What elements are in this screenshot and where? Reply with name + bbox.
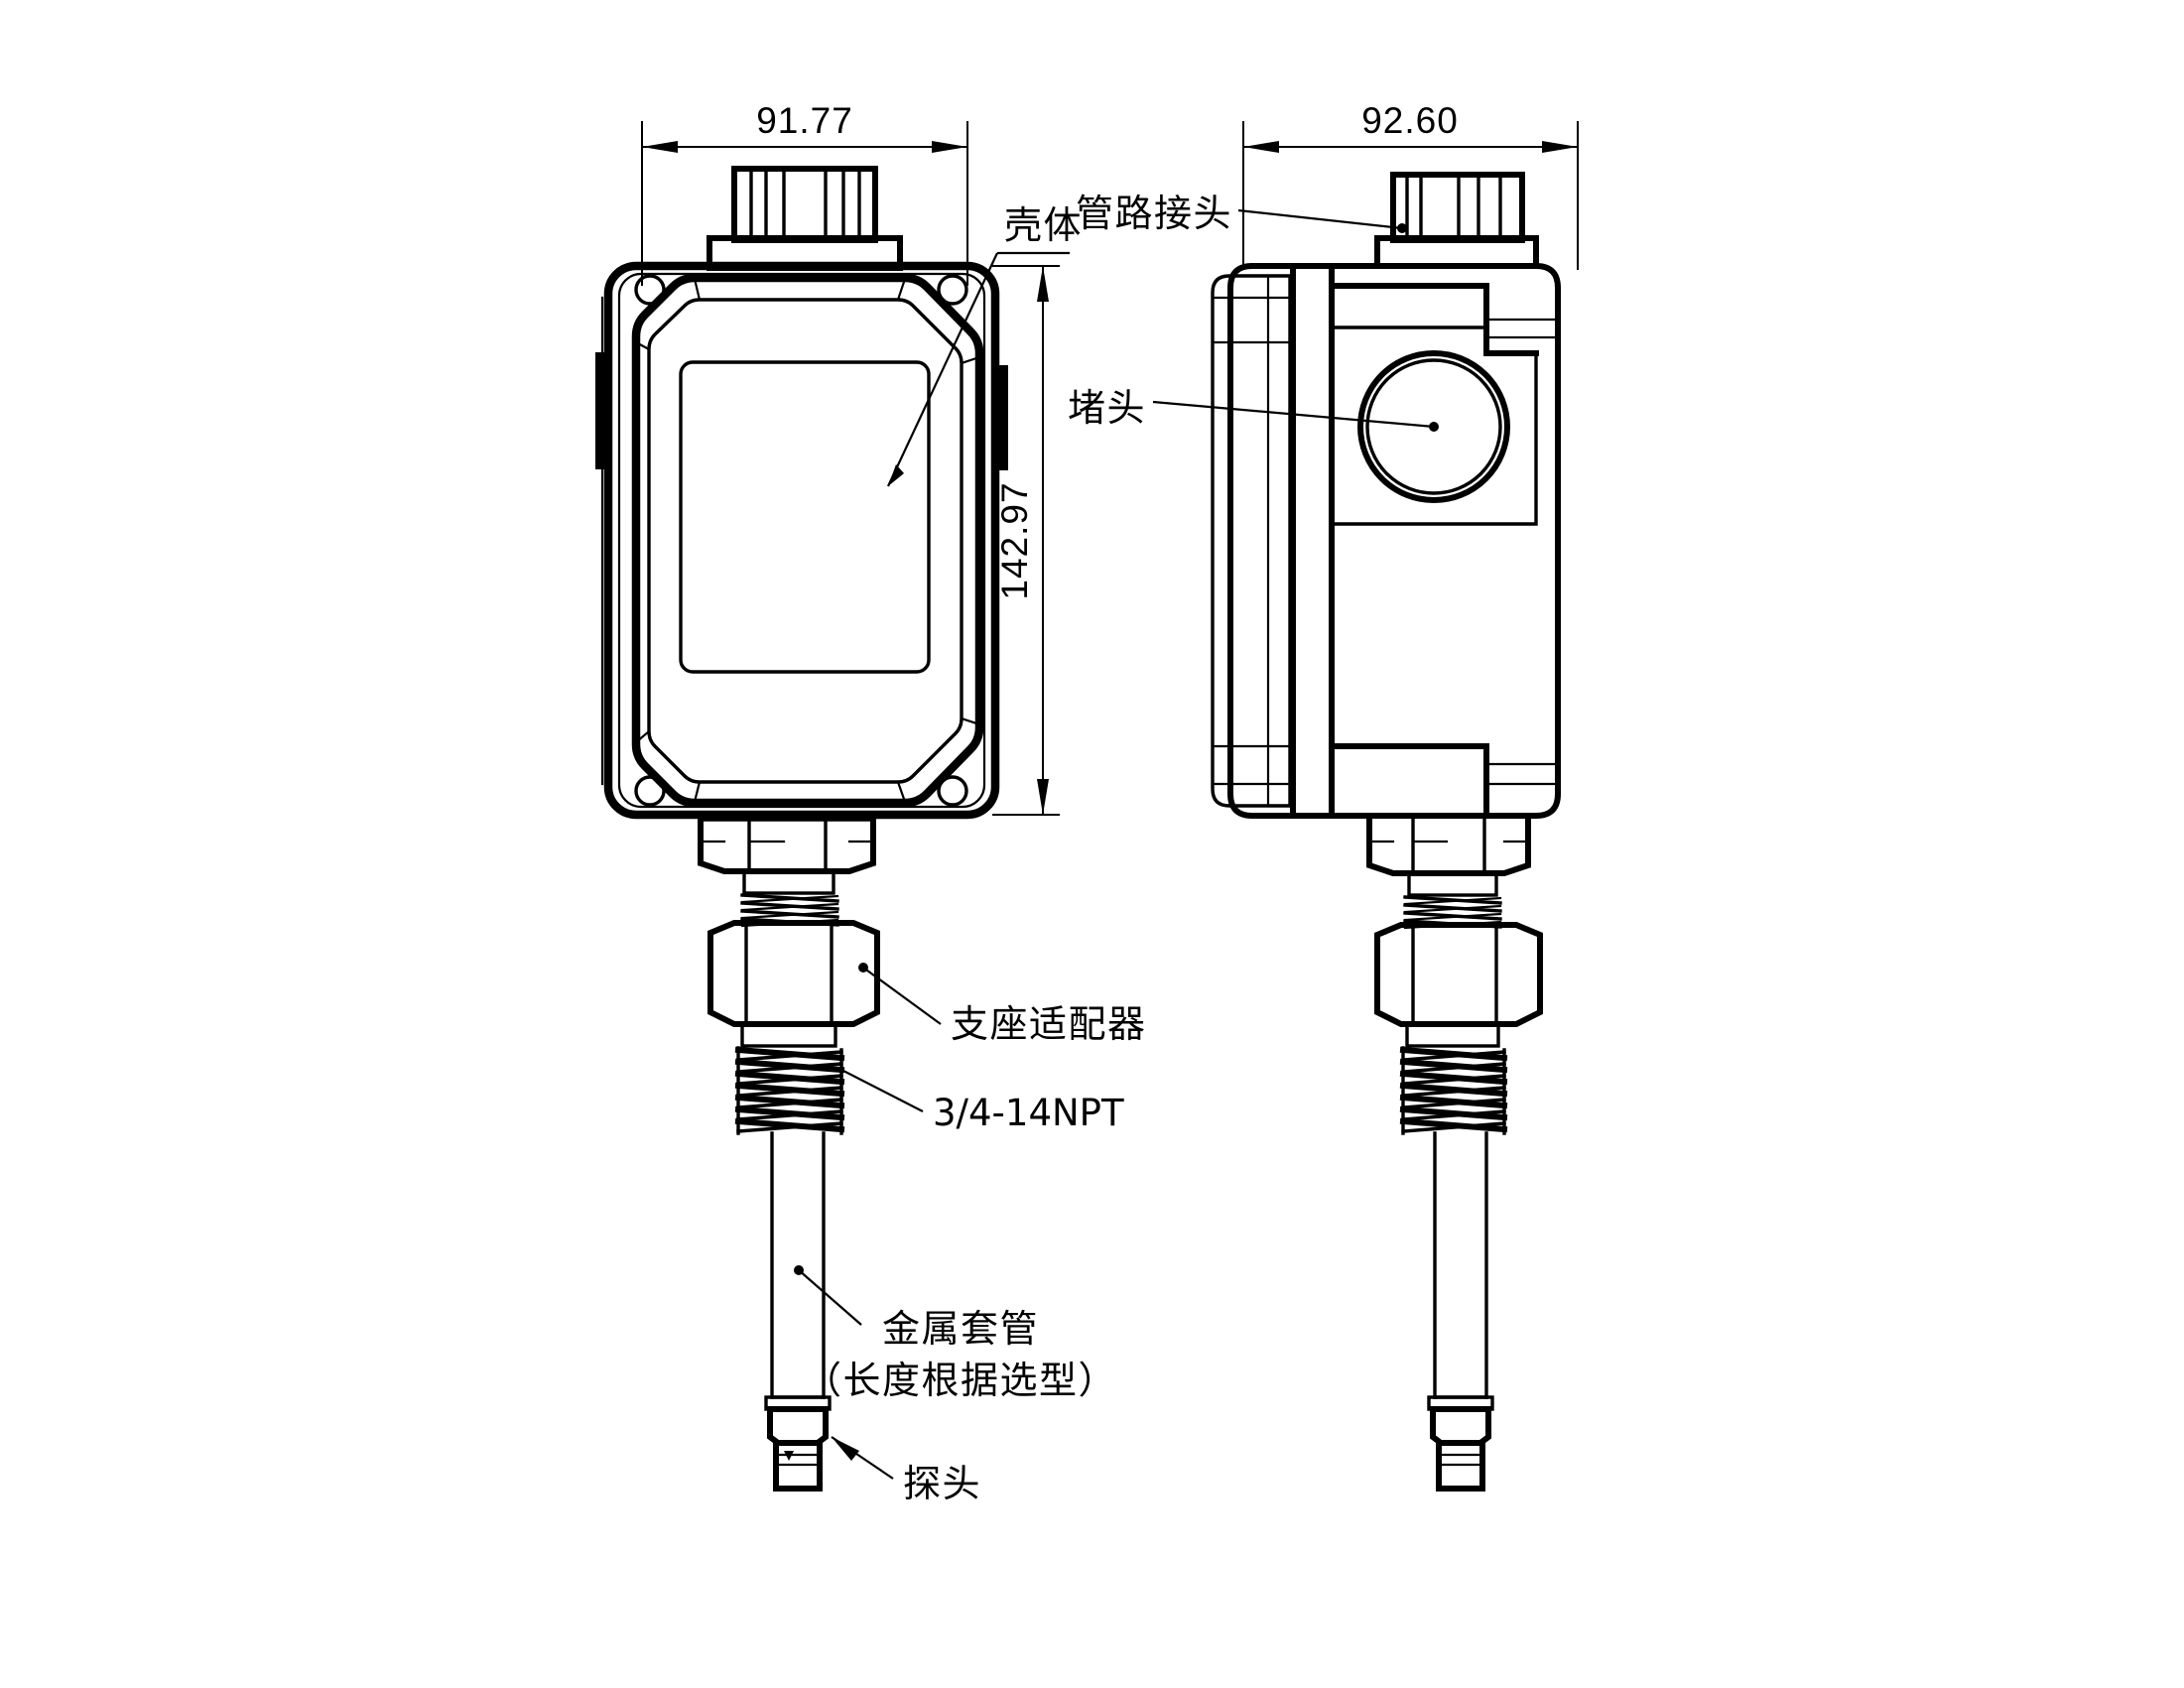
front-bezel-inner [647, 298, 964, 784]
front-conduit-fitting [707, 166, 903, 271]
dimension-front-height: 142.97 [992, 265, 1060, 816]
side-plug-circle [1357, 350, 1510, 503]
side-body-shoulder [1329, 283, 1560, 356]
front-housing-body [600, 261, 1000, 820]
side-probe-tip [1427, 1395, 1494, 1492]
side-lower-body-detail [1329, 743, 1560, 819]
annotation-thread-spec: 3/4-14NPT [840, 1069, 1124, 1134]
dimension-side-width: 92.60 [1242, 100, 1579, 270]
annotation-support-adapter-label: 支座适配器 [951, 1002, 1147, 1046]
front-corner-screws [634, 274, 968, 807]
annotation-metal-sheath-label-1: 金属套管 [882, 1307, 1039, 1351]
side-support-adapter-hex [1374, 922, 1543, 1027]
side-hex-nut-upper [1366, 813, 1531, 876]
annotation-pipe-fitting: 管路接头 [1076, 192, 1407, 235]
annotation-probe-label: 探头 [903, 1462, 981, 1505]
annotation-support-adapter: 支座适配器 [858, 963, 1147, 1046]
front-view [595, 166, 1008, 1492]
side-npt-thread [1399, 1022, 1508, 1135]
dimension-front-width: 91.77 [641, 100, 968, 286]
front-bezel-chamfers [634, 277, 981, 804]
annotation-plug: 堵头 [1068, 386, 1439, 432]
front-side-tabs [595, 352, 1008, 470]
front-support-adapter-hex [707, 920, 880, 1027]
side-metal-sheath-tube [1433, 1131, 1488, 1399]
front-probe-tip [764, 1395, 832, 1492]
dimension-front-width-label: 91.77 [756, 100, 853, 141]
side-housing-body [1227, 263, 1561, 819]
front-hex-nut-upper [698, 813, 876, 874]
dimension-front-height-label: 142.97 [994, 481, 1035, 599]
annotation-housing: 壳体 [887, 203, 1083, 487]
side-conduit-fitting [1374, 172, 1539, 269]
dimension-side-width-label: 92.60 [1361, 100, 1459, 141]
annotation-thread-spec-label: 3/4-14NPT [933, 1092, 1124, 1134]
side-thread-upper [1403, 871, 1502, 930]
annotation-plug-label: 堵头 [1068, 386, 1146, 430]
front-window-plate [679, 360, 931, 674]
side-view [1211, 172, 1561, 1492]
annotation-metal-sheath-label-2: （长度根据选型） [804, 1359, 1117, 1402]
front-npt-thread [734, 1022, 845, 1135]
npt-thread-hatch [734, 1046, 845, 1135]
front-thread-upper [740, 869, 839, 928]
side-plug-boss-panel [1330, 351, 1538, 526]
annotation-housing-label: 壳体 [1004, 203, 1083, 247]
side-cover-flange [1211, 263, 1335, 819]
annotation-probe: 探头 [831, 1436, 981, 1505]
annotation-metal-sheath: 金属套管 （长度根据选型） [794, 1265, 1117, 1402]
annotation-pipe-fitting-label: 管路接头 [1076, 192, 1232, 235]
